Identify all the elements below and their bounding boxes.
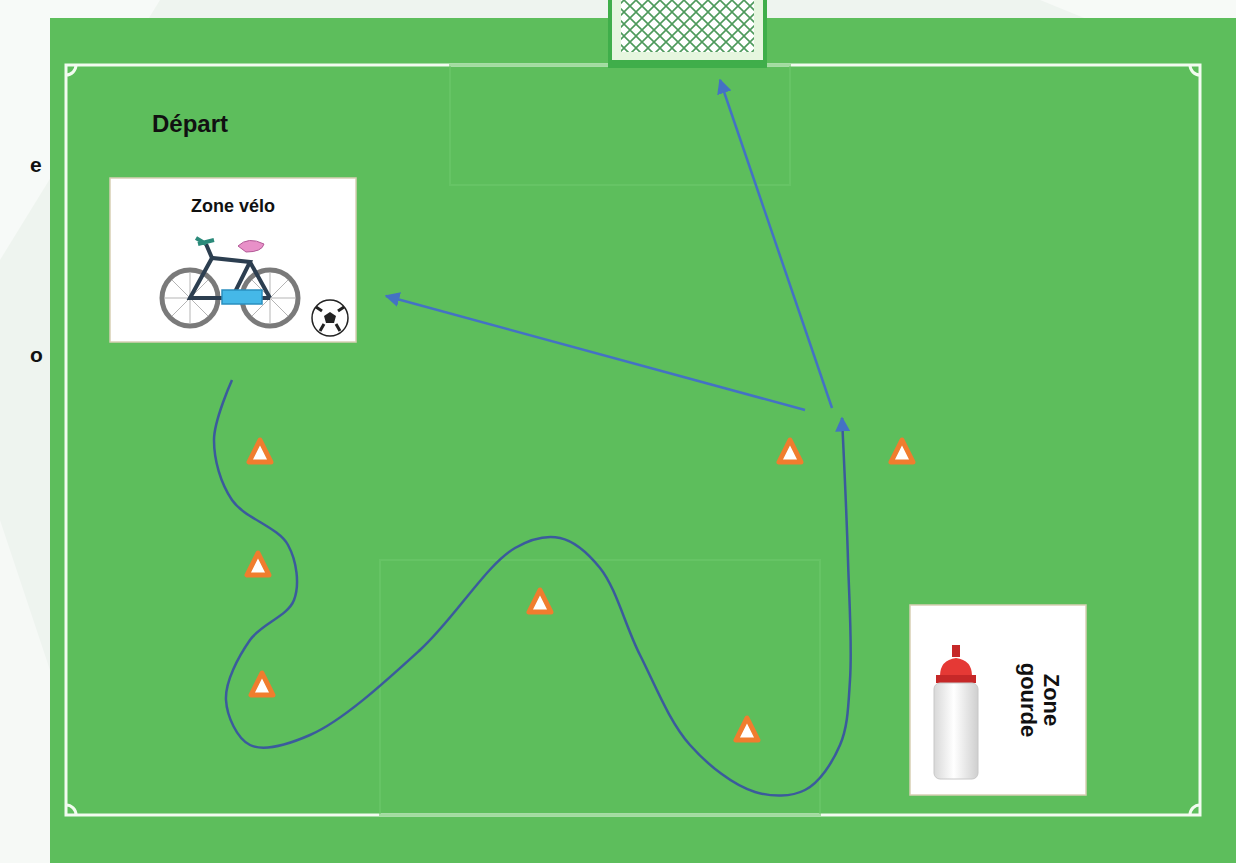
ball-icon — [312, 300, 348, 336]
bottle-icon — [934, 645, 978, 779]
faint-markings — [380, 65, 820, 815]
zone-title: Zone vélo — [110, 196, 356, 217]
cut-text: o — [30, 343, 43, 367]
cones — [247, 440, 913, 740]
pass-arrow — [386, 296, 805, 410]
cut-text: e — [30, 153, 42, 177]
pitch-ground — [50, 18, 1236, 863]
bottle-zone-box — [910, 605, 1086, 795]
route-layer — [214, 80, 851, 796]
zone-title: Zone gourde — [1017, 654, 1063, 746]
shot-arrow — [720, 80, 832, 408]
dribble-route — [214, 380, 851, 796]
pitch-lines — [66, 65, 1200, 815]
start-label: Départ — [152, 110, 228, 138]
bicycle-icon — [162, 238, 298, 326]
bike-zone: Zone vélo — [110, 178, 356, 342]
bike-zone-box — [110, 178, 356, 342]
bottle-zone: Zone gourde — [910, 605, 1086, 795]
goal — [608, 0, 767, 68]
